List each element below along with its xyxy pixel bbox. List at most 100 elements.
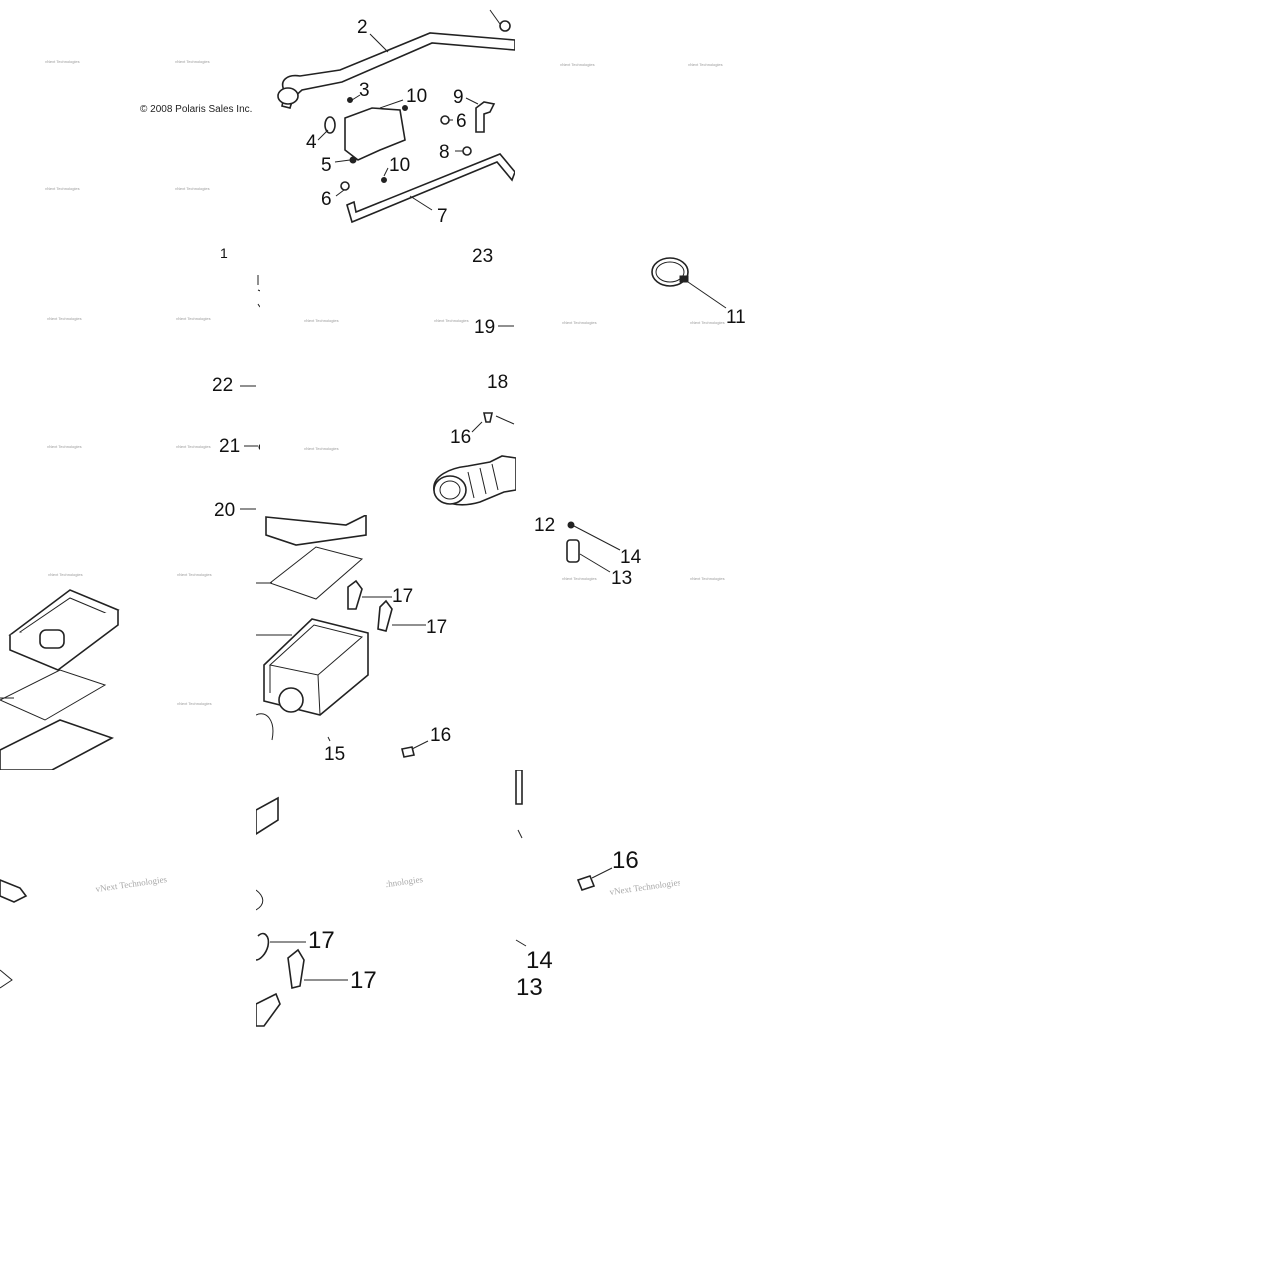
callout-1: 1 <box>220 245 228 261</box>
filter-fragment-lower <box>256 796 279 835</box>
watermark: vNext Technologies <box>688 62 723 67</box>
clamp-11-screw <box>679 275 689 283</box>
strap-17a <box>347 579 363 610</box>
bolt-16-top <box>483 412 493 423</box>
callout-17c: 17 <box>308 927 335 954</box>
callout-14a: 14 <box>620 547 642 568</box>
fastener-21 <box>258 444 260 450</box>
tile-lower-left <box>0 879 28 989</box>
airbox-fragment-lower <box>256 992 281 1027</box>
airbox-drawing: 17 17 15 16 <box>256 515 451 765</box>
watermark: vNext Technologies <box>690 576 725 581</box>
callout-13b: 13 <box>516 974 543 1000</box>
watermark: vNext Technologies <box>177 572 212 577</box>
watermark: vNext Technologies <box>560 62 595 67</box>
filter-top <box>265 515 367 546</box>
callout-11: 11 <box>726 307 746 328</box>
callout-3: 3 <box>359 80 370 101</box>
callout-16a: 16 <box>450 427 471 448</box>
callout-6a: 6 <box>456 111 467 132</box>
leader-9 <box>465 97 479 105</box>
callout-17a: 17 <box>392 586 413 607</box>
leader-6b <box>335 189 345 197</box>
clip-fragment <box>517 829 523 839</box>
callout-6b: 6 <box>321 189 332 210</box>
callout-10b: 10 <box>389 155 410 176</box>
leader-bolt <box>495 415 515 425</box>
tile-hose-assembly: © 2008 Polaris Sales Inc. <box>0 0 515 235</box>
tile-intake-boot: 23 19 18 16 <box>433 246 516 506</box>
leader-15 <box>327 736 331 742</box>
drain-tube-13 <box>566 539 580 563</box>
leader-13 <box>579 553 611 573</box>
watermark: vNext Technologies <box>47 316 82 321</box>
callout-18: 18 <box>487 372 508 393</box>
intake-boot-inner <box>439 480 461 500</box>
callout-2: 2 <box>357 17 368 38</box>
bolt-10a <box>402 105 408 111</box>
watermark: vNext Technologies <box>176 444 211 449</box>
callout-7: 7 <box>437 206 448 227</box>
airbox-outlet <box>256 713 274 741</box>
leader-14b <box>515 939 527 947</box>
callout-15: 15 <box>324 744 345 765</box>
callout-9: 9 <box>453 87 464 108</box>
leader-3 <box>351 94 361 101</box>
hose-end <box>277 87 299 105</box>
watermark: vNext Technologies <box>45 186 80 191</box>
tile-lower-right: 14 13 16 <box>515 770 639 1000</box>
part-23-fragment <box>257 275 260 308</box>
watermark-row-2: vNext Technologies vNext Technologies <box>45 186 210 191</box>
hose-9 <box>475 101 496 133</box>
strap-17c <box>256 932 270 961</box>
clamp-11-inner <box>655 261 685 283</box>
callout-16b: 16 <box>430 725 451 746</box>
callout-8a: 8 <box>439 142 450 163</box>
strap-17d <box>287 948 305 989</box>
leader-11 <box>687 281 727 309</box>
lower-straps-drawing: 17 17 <box>256 796 377 1027</box>
hose-fragment-lower <box>256 889 264 911</box>
filter-fragment <box>0 969 13 989</box>
strap-17b <box>377 599 393 632</box>
clip-14 <box>567 521 575 529</box>
mounting-bracket <box>344 107 406 161</box>
hose-assembly-drawing: © 2008 Polaris Sales Inc. <box>140 9 515 227</box>
cover-fragment <box>0 879 28 903</box>
callout-5: 5 <box>321 155 332 176</box>
tube-fragment <box>515 770 523 805</box>
watermark-row-1: vNext Technologies vNext Technologies vN… <box>45 59 723 67</box>
watermark: vNext Technologies <box>562 576 597 581</box>
callout-21: 21 <box>219 436 240 457</box>
callout-12: 12 <box>534 515 555 536</box>
airbox-port <box>278 687 304 713</box>
clamp-6b <box>340 181 350 191</box>
callout-23: 23 <box>472 246 493 267</box>
watermark: vNext Technologies <box>562 320 597 325</box>
watermark: vNext Technologies <box>176 316 211 321</box>
tile-airbox: 17 17 15 16 <box>256 515 516 770</box>
filter-element-left <box>0 719 114 770</box>
tile-drain-fitting: 12 14 13 <box>534 515 642 589</box>
airbox-edges <box>269 665 321 716</box>
watermark: vNext Technologies <box>48 572 83 577</box>
tile-lower-straps: 17 17 <box>256 790 386 1030</box>
watermark: vNext Technologies <box>177 701 212 706</box>
callout-16c: 16 <box>612 847 639 874</box>
callout-13a: 13 <box>611 568 632 589</box>
tile-airbox-cover-left <box>0 580 120 770</box>
callout-4: 4 <box>306 132 317 153</box>
bolt-16c <box>576 875 596 891</box>
clamp-11 <box>651 257 689 287</box>
intake-boot-mouth <box>433 475 467 505</box>
watermark: vNext Technologies <box>304 446 339 451</box>
airbox-cover-bump <box>39 629 65 649</box>
leader-10a <box>379 99 404 109</box>
leader-4 <box>317 129 329 141</box>
watermark: vNext Technologies <box>175 59 210 64</box>
callout-22: 22 <box>212 375 233 396</box>
leader-7 <box>409 195 433 211</box>
leader-top <box>489 9 501 25</box>
tile-left-labels: 1 22 21 8 20 <box>212 245 260 521</box>
